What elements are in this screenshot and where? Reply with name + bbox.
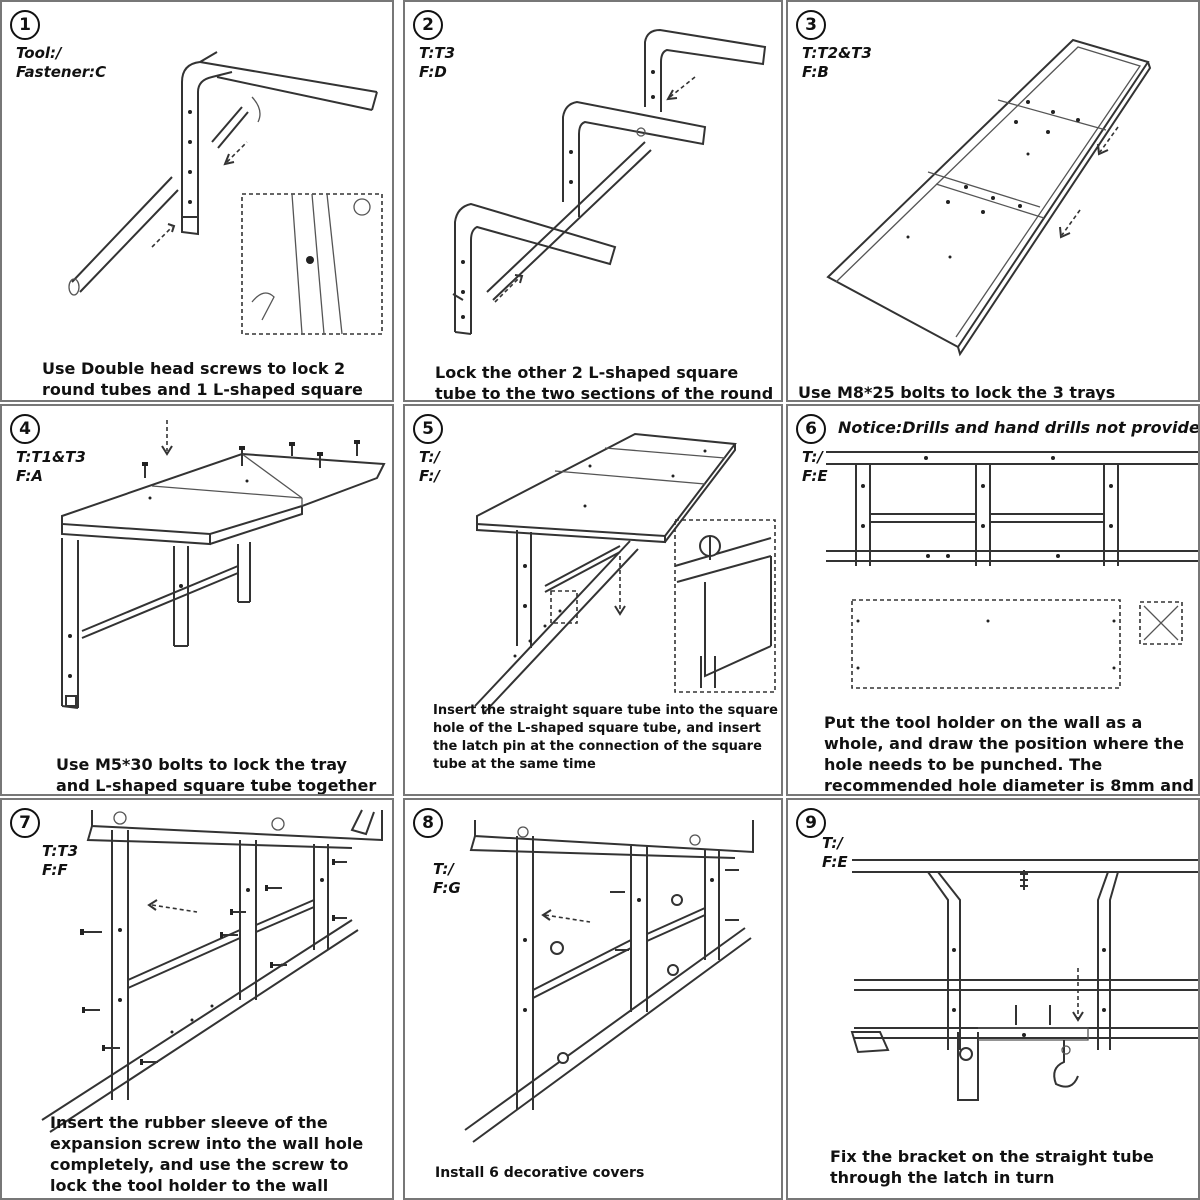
step-number: 3: [796, 10, 826, 40]
step-2-illustration: [452, 28, 767, 335]
step-4-illustration: [61, 420, 386, 709]
tool-label: T:T2&T3: [802, 44, 872, 62]
step-tool-fastener: Tool:/ Fastener:C: [16, 44, 106, 82]
step-number: 8: [413, 808, 443, 838]
step-tool-fastener: T:T3 F:F: [42, 842, 78, 880]
tool-label: T:/: [822, 834, 843, 852]
step-number: 5: [413, 414, 443, 444]
step-3-panel: 3 T:T2&T3 F:B Use M8*25 bolts to lock th…: [786, 0, 1200, 402]
step-tool-fastener: T:/ F:E: [802, 448, 828, 486]
fastener-label: F:F: [42, 861, 68, 879]
step-tool-fastener: T:T3 F:D: [419, 44, 455, 82]
step-number: 9: [796, 808, 826, 838]
step-caption: Fix the bracket on the straight tube thr…: [830, 1147, 1154, 1187]
step-4-panel: 4 T:T1&T3 F:A Use M5*30 bolts to lock th…: [0, 404, 394, 796]
step-caption: Insert the rubber sleeve of the expansio…: [50, 1113, 364, 1195]
step-caption: Install 6 decorative covers: [435, 1165, 645, 1181]
fastener-label: F:A: [16, 467, 44, 485]
fastener-label: F:B: [802, 63, 829, 81]
step-number: 7: [10, 808, 40, 838]
step-tool-fastener: T:T1&T3 F:A: [16, 448, 86, 486]
step-6-panel: 6 Notice:Drills and hand drills not prov…: [786, 404, 1200, 796]
step-8-panel: 8 T:/ F:G Install 6 decorative covers: [403, 798, 783, 1200]
step-6-illustration: [826, 451, 1198, 689]
step-tool-fastener: T:/ F:/: [419, 448, 440, 486]
step-caption: Put the tool holder on the wall as a who…: [824, 713, 1194, 795]
step-tool-fastener: T:/ F:E: [822, 834, 848, 872]
step-tool-fastener: T:/ F:G: [433, 860, 461, 898]
step-7-illustration: [41, 809, 383, 1133]
step-number: 4: [10, 414, 40, 444]
tool-label: T:/: [419, 448, 440, 466]
tool-label: T:T3: [419, 44, 456, 62]
step-number: 2: [413, 10, 443, 40]
tool-label: T:T3: [42, 842, 79, 860]
fastener-label: F:E: [822, 853, 848, 871]
fastener-label: F:G: [433, 879, 461, 897]
step-9-panel: 9 T:/ F:E Fix the bracket on the straigh…: [786, 798, 1200, 1200]
step-caption: Use M5*30 bolts to lock the tray and L-s…: [56, 755, 377, 795]
notice-text: Notice:Drills and hand drills not provid…: [838, 418, 1200, 437]
step-1-illustration: [68, 51, 383, 335]
tool-label: T:T1&T3: [16, 448, 86, 466]
tool-label: T:/: [802, 448, 823, 466]
step-number: 6: [796, 414, 826, 444]
fastener-label: F:E: [802, 467, 828, 485]
fastener-label: F:/: [419, 467, 440, 485]
step-3-illustration: [826, 38, 1152, 357]
step-tool-fastener: T:T2&T3 F:B: [802, 44, 872, 82]
step-caption: Insert the straight square tube into the…: [433, 703, 778, 772]
step-caption: Lock the other 2 L-shaped square tube to…: [435, 363, 774, 402]
step-number: 1: [10, 10, 40, 40]
fastener-label: Fastener:C: [16, 63, 107, 81]
step-2-panel: 2 T:T3 F:D Lock the other 2 L-shaped squ…: [403, 0, 783, 402]
tool-label: T:/: [433, 860, 454, 878]
step-1-panel: 1 Tool:/ Fastener:C Use Double head scre…: [0, 0, 394, 402]
step-caption: Use M8*25 bolts to lock the 3 trays toge…: [798, 383, 1116, 402]
step-8-illustration: [464, 820, 754, 1143]
step-caption: Use Double head screws to lock 2 round t…: [42, 359, 363, 399]
step-5-illustration: [474, 432, 776, 715]
step-9-illustration: [850, 859, 1198, 1101]
tool-label: Tool:/: [16, 44, 62, 62]
step-5-panel: 5 T:/ F:/ Insert the straight square tub…: [403, 404, 783, 796]
fastener-label: F:D: [419, 63, 447, 81]
step-7-panel: 7 T:T3 F:F Insert the rubber sleeve of t…: [0, 798, 394, 1200]
